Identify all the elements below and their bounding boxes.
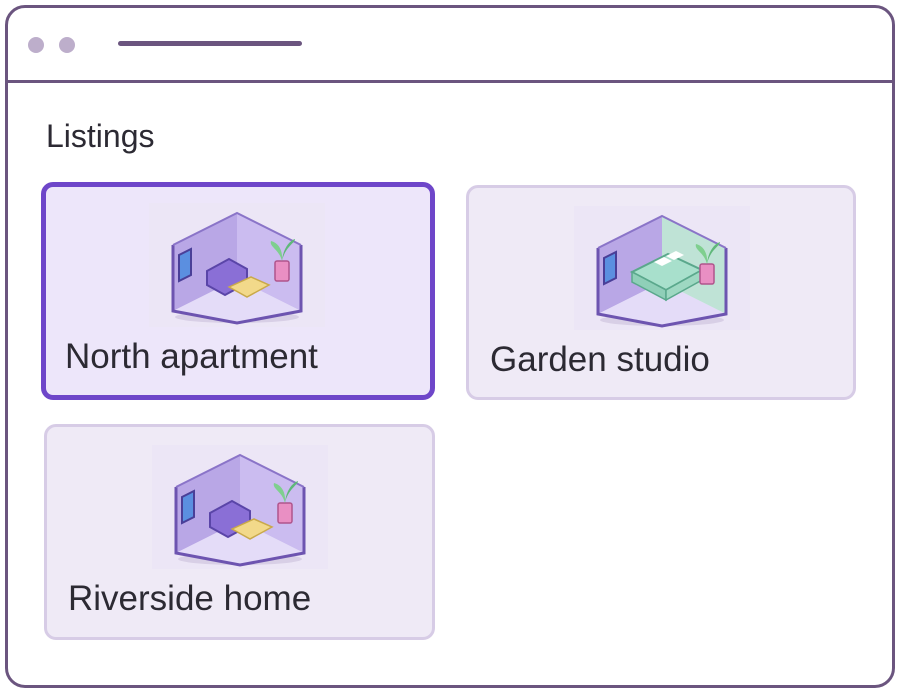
window-control-dot[interactable] <box>28 37 44 53</box>
listing-label: Riverside home <box>68 579 312 618</box>
living-room-icon <box>152 445 328 569</box>
page-title: Listings <box>46 118 155 154</box>
listing-card-north-apartment[interactable]: North apartment <box>41 182 435 400</box>
window-control-dot[interactable] <box>59 37 75 53</box>
listing-card-riverside-home[interactable]: Riverside home <box>44 424 435 640</box>
listing-label: Garden studio <box>490 340 710 379</box>
title-bar <box>8 8 892 83</box>
title-placeholder-bar <box>118 41 302 46</box>
app-window: Listings North apartment <box>5 5 895 688</box>
living-room-icon <box>149 203 325 327</box>
listing-label: North apartment <box>65 337 318 376</box>
bedroom-icon <box>574 206 750 330</box>
listing-card-garden-studio[interactable]: Garden studio <box>466 185 856 400</box>
